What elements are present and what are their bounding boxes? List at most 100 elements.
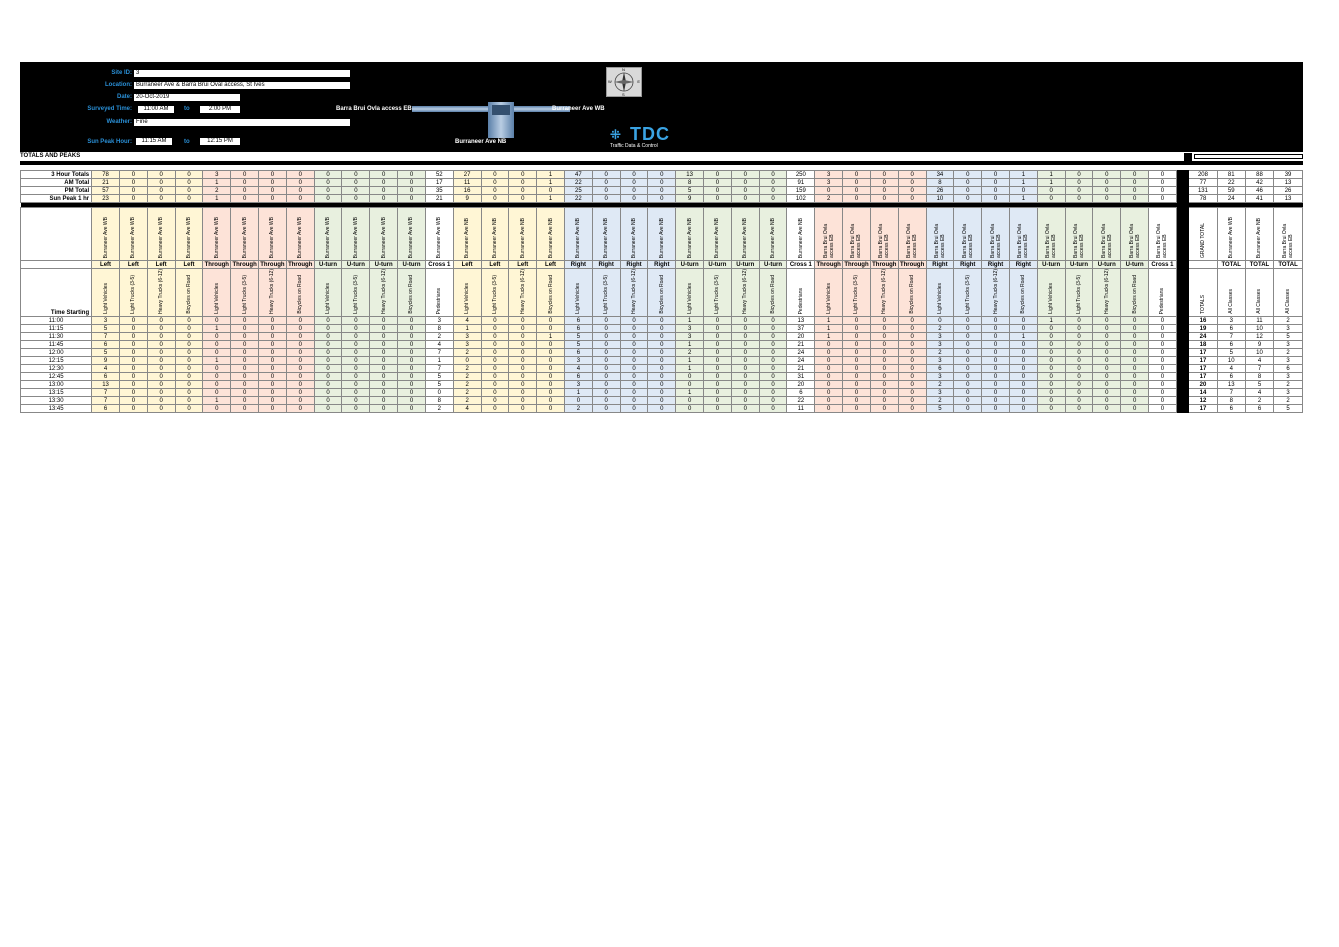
row-total-cell: 16 <box>1188 316 1218 326</box>
count-cell: 0 <box>118 364 148 374</box>
approach-name-cell-text: Burraneer Ave NB <box>630 217 637 258</box>
survey-start-field[interactable]: 11:00 AM <box>138 106 174 113</box>
approach-name-cell-text: Burraneer Ave WB <box>102 216 109 258</box>
count-cell: 0 <box>508 332 538 342</box>
count-cell: 0 <box>341 356 371 366</box>
count-cell: 0 <box>369 380 399 390</box>
count-cell: 3 <box>424 316 454 326</box>
count-cell: 0 <box>230 348 260 358</box>
vehicle-class-cell: Heavy Trucks (6-12) <box>146 267 176 318</box>
summary-cell: 2 <box>814 194 844 203</box>
movement-cell: U-turn <box>1036 260 1066 269</box>
vehicle-class-cell: Bicycles on Road <box>536 267 565 318</box>
summary-cell: 9 <box>452 194 482 203</box>
vehicle-class-cell-text: Light Trucks (3-5) <box>130 275 137 315</box>
summary-cell: 0 <box>508 178 538 187</box>
count-cell: 0 <box>1092 324 1122 334</box>
count-cell: 4 <box>452 316 482 326</box>
summary-cell: 0 <box>1120 178 1150 187</box>
vehicle-class-cell-text: Heavy Trucks (6-12) <box>630 269 637 315</box>
count-cell: 0 <box>842 404 871 414</box>
count-cell: 0 <box>814 356 844 366</box>
total-name-cell: Barra Brui Ovla access EB <box>1273 207 1303 261</box>
vehicle-class-cell: Pedestrians <box>786 267 816 318</box>
compass-east-label: E <box>637 79 640 84</box>
peak-hour-label: Sun Peak Hour: <box>87 139 132 145</box>
count-cell: 2 <box>452 364 482 374</box>
summary-cell: 13 <box>675 170 705 179</box>
approach-name-cell: Burraneer Ave NB <box>703 207 732 261</box>
summary-cell: 0 <box>703 178 732 187</box>
count-cell: 0 <box>536 372 565 382</box>
count-cell: 22 <box>786 396 816 406</box>
count-cell: 0 <box>869 396 899 406</box>
site-id-field[interactable]: 3 <box>134 70 350 77</box>
count-cell: 0 <box>285 332 315 342</box>
vehicle-class-cell: Bicycles on Road <box>285 267 315 318</box>
count-cell: 0 <box>285 340 315 350</box>
summary-cell: 0 <box>591 170 621 179</box>
count-cell: 0 <box>480 364 510 374</box>
count-cell: 6 <box>91 372 120 382</box>
count-cell: 8 <box>424 324 454 334</box>
count-cell: 0 <box>397 316 426 326</box>
row-total-cell: 6 <box>1216 340 1246 350</box>
count-cell: 0 <box>619 372 649 382</box>
count-cell: 0 <box>341 348 371 358</box>
row-total-cell: 6 <box>1216 372 1246 382</box>
approach-name-cell: Burraneer Ave NB <box>730 207 760 261</box>
summary-cell: 0 <box>146 170 176 179</box>
peak-start-field[interactable]: 11:15 AM <box>136 138 172 145</box>
count-cell: 0 <box>953 316 983 326</box>
weather-field[interactable]: Fine <box>134 119 350 126</box>
summary-cell: 0 <box>647 170 677 179</box>
spacer-cell <box>20 202 1303 208</box>
date-field[interactable]: 20-Oct-2019 <box>134 94 240 101</box>
summary-cell: 0 <box>258 194 287 203</box>
count-cell: 0 <box>758 396 788 406</box>
summary-cell: 1 <box>536 170 565 179</box>
count-cell: 0 <box>313 364 343 374</box>
approach-name-cell-text: Burraneer Ave WB <box>130 216 137 258</box>
count-cell: 0 <box>591 388 621 398</box>
vehicle-class-cell: Light Trucks (3-5) <box>341 267 371 318</box>
count-cell: 0 <box>842 324 871 334</box>
count-cell: 0 <box>647 348 677 358</box>
summary-cell: 0 <box>730 170 760 179</box>
count-cell: 0 <box>1120 388 1150 398</box>
peak-end-field[interactable]: 12:15 PM <box>200 138 240 145</box>
count-cell: 0 <box>1148 340 1177 350</box>
vehicle-class-cell-text: Bicycles on Road <box>408 275 415 315</box>
summary-cell: 0 <box>1064 178 1094 187</box>
summary-cell: 0 <box>1064 194 1094 203</box>
count-cell: 0 <box>703 388 732 398</box>
location-field[interactable]: Burraneer Ave & Barra Brui Oval access, … <box>134 82 350 89</box>
approach-name-cell-text: Barra Brui Ovla access EB <box>933 223 946 258</box>
count-cell: 0 <box>341 332 371 342</box>
count-cell: 0 <box>118 372 148 382</box>
count-cell: 0 <box>341 316 371 326</box>
summary-cell: 0 <box>619 194 649 203</box>
count-cell: 9 <box>91 356 120 366</box>
approach-name-cell-text: Burraneer Ave NB <box>491 217 498 258</box>
summary-cell: 22 <box>563 194 593 203</box>
count-cell: 0 <box>703 340 732 350</box>
summary-cell: 0 <box>397 178 426 187</box>
total-class-cell: TOTALS <box>1188 267 1218 318</box>
count-cell: 0 <box>536 348 565 358</box>
summary-cell: 27 <box>452 170 482 179</box>
count-cell: 0 <box>202 364 232 374</box>
vehicle-class-cell: Light Vehicles <box>925 267 955 318</box>
count-cell: 0 <box>118 348 148 358</box>
count-cell: 0 <box>258 324 287 334</box>
count-cell: 0 <box>1092 316 1122 326</box>
count-cell: 0 <box>536 324 565 334</box>
summary-cell: 0 <box>730 194 760 203</box>
survey-end-field[interactable]: 2:00 PM <box>200 106 240 113</box>
summary-row-label: 3 Hour Totals <box>19 170 93 179</box>
vehicle-class-cell-text: Bicycles on Road <box>1131 275 1138 315</box>
vehicle-class-cell-text: Heavy Trucks (6-12) <box>992 269 999 315</box>
count-cell: 0 <box>953 332 983 342</box>
count-cell: 0 <box>230 404 260 414</box>
